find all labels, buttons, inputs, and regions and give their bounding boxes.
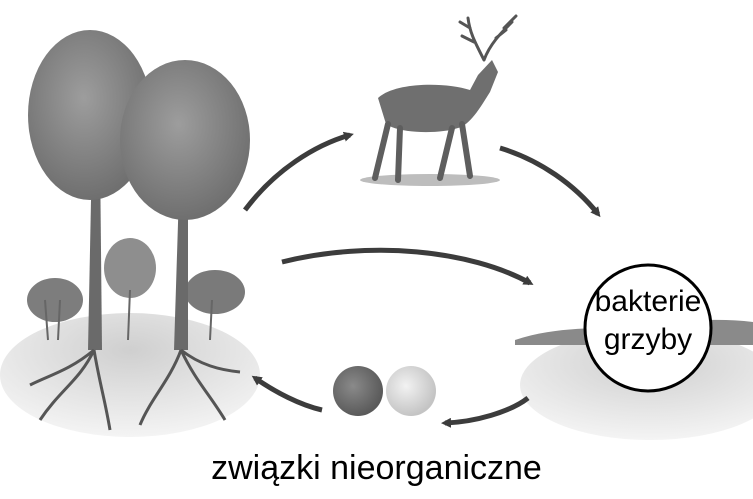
deer-icon — [360, 16, 516, 186]
arrow-forest-to-decomposers — [282, 250, 530, 283]
mineral-balls-icon — [333, 366, 436, 416]
decomposers-label-bacteria: bakterie — [585, 283, 711, 321]
arrow-deer-to-decomposers — [500, 148, 598, 214]
decomposers-label: bakterie grzyby — [585, 283, 711, 359]
forest-tree-icon — [0, 30, 260, 437]
arrow-forest-to-deer — [245, 135, 350, 210]
caption-inorganic-compounds: związki nieorganiczne — [0, 448, 753, 488]
arrow-decomposers-to-minerals — [445, 398, 528, 423]
decomposers-label-fungi: grzyby — [585, 321, 711, 359]
arrow-minerals-to-forest — [255, 378, 322, 410]
